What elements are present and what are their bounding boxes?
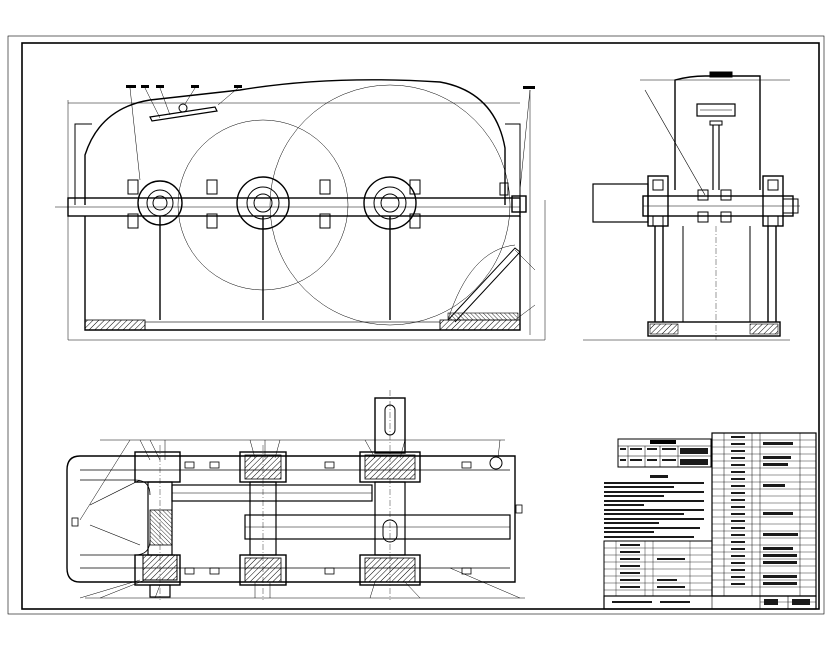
side-vent (709, 120, 723, 126)
side-bolts (652, 179, 779, 227)
base-rail (144, 321, 441, 331)
bearing-cap-3 (363, 176, 417, 230)
title-block (603, 595, 817, 610)
top-leader-lines (79, 439, 521, 599)
housing-cover-outline (84, 79, 506, 205)
technical-requirements (604, 475, 704, 538)
bearing-cap-1 (137, 180, 183, 226)
side-housing-upper (674, 75, 761, 190)
housing-side-lugs (74, 123, 521, 205)
base-foot-right (439, 319, 521, 331)
side-top-tag (709, 71, 733, 78)
top-view (66, 390, 525, 600)
front-view (55, 79, 546, 341)
parts-list-table (711, 432, 817, 597)
side-inspection-cover (696, 103, 736, 117)
base-foot-left (84, 319, 146, 331)
top-shaft-3 (359, 390, 421, 600)
vent-plug (178, 103, 188, 113)
front-leader-tags (126, 85, 535, 89)
top-housing-outline (66, 455, 516, 583)
top-lifting-hole (489, 456, 503, 470)
parts-list-text (731, 436, 798, 585)
tech-characteristics-table (617, 438, 712, 468)
oil-level-gauge (447, 244, 521, 323)
title-block-number (792, 599, 810, 605)
parts-list-rows (712, 439, 816, 588)
side-base (647, 321, 781, 337)
outer-border (7, 35, 825, 615)
inner-frame (21, 42, 820, 610)
parts-list-lower (603, 540, 713, 597)
bearing-cap-2 (236, 176, 290, 230)
inspection-cover (149, 106, 218, 122)
top-shaft-2 (239, 445, 287, 600)
title-block-name (764, 599, 778, 605)
front-leader-lines (129, 87, 536, 321)
side-leader (644, 89, 706, 196)
flange-bolts (127, 179, 527, 229)
side-view (583, 71, 800, 341)
gear-pitch-circle-2 (269, 84, 511, 326)
top-flange-bolts (71, 461, 523, 575)
